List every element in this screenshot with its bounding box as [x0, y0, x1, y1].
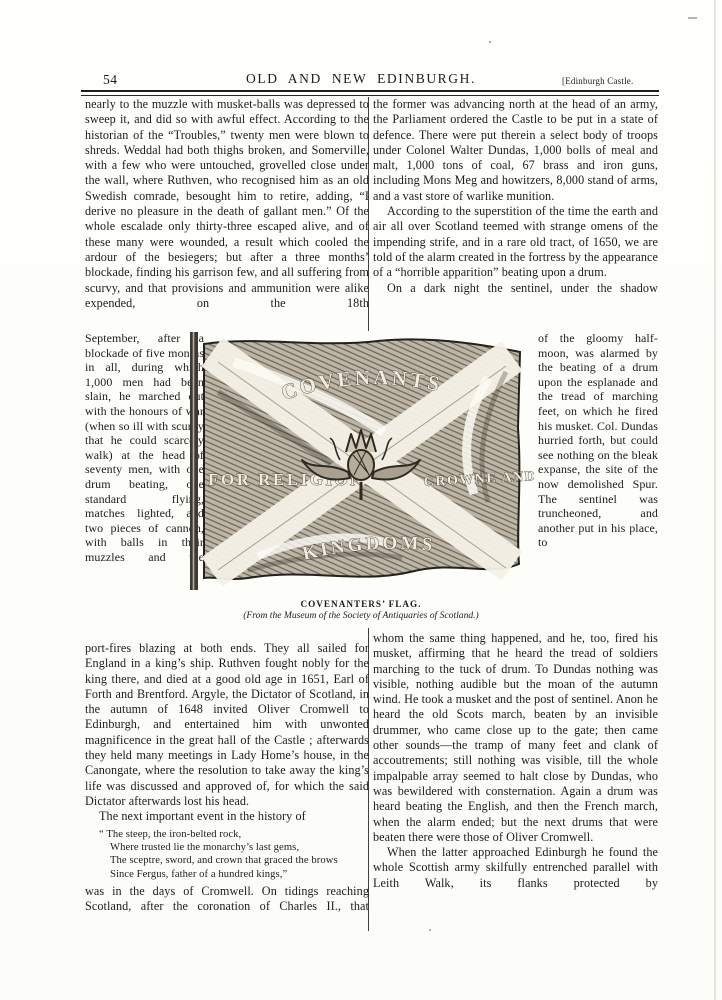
header-note: [Edinburgh Castle. [562, 76, 634, 86]
right-col-top-text-3: On a dark night the sentinel, under the … [387, 280, 658, 295]
right-col-bottom-text-1: whom the same thing happened, and he, to… [373, 631, 658, 844]
right-col-top-text-1: the former was advancing north at the he… [373, 97, 658, 203]
page-number: 54 [103, 72, 118, 87]
right-col-top-block: the former was advancing north at the he… [373, 97, 658, 296]
right-col-side-text: of the gloomy half-moon, was alarmed by … [538, 331, 658, 550]
poem-line: Where trusted lie the monarchy’s last ge… [110, 841, 300, 853]
poem: “ The steep, the iron-belted rock, Where… [99, 828, 369, 882]
flag-illustration: COVENANTS FOR RELIGION CROWNE AND KINGDO… [190, 332, 537, 590]
figure: COVENANTS FOR RELIGION CROWNE AND KINGDO… [188, 332, 537, 621]
poem-line: The sceptre, sword, and crown that grace… [110, 855, 338, 867]
poem-line: “ The steep, the iron-belted rock, [99, 828, 242, 840]
right-col-top-text-2: According to the superstition of the tim… [373, 204, 658, 280]
figure-caption-source: (From the Museum of the Society of Antiq… [243, 610, 479, 621]
closing-paragraph: was in the days of Cromwell. On tidings … [85, 884, 369, 914]
scan-speck [489, 41, 491, 43]
running-title: OLD AND NEW EDINBURGH. [246, 71, 476, 86]
poem-line: Since Fergus, father of a hundred kings,… [110, 868, 288, 880]
figure-caption-title: COVENANTERS’ FLAG. [300, 599, 422, 609]
flagpole [190, 332, 198, 590]
right-col-bottom-block: whom the same thing happened, and he, to… [373, 631, 658, 891]
fold-shading [216, 357, 509, 573]
left-col-bottom-block: port-fires blazing at both ends. They al… [85, 641, 369, 915]
page-edge-line [714, 0, 716, 1000]
thistle-icon [301, 429, 421, 500]
column-divider-top [368, 97, 370, 331]
left-col-side-text: September, after a blockade of five mont… [85, 331, 204, 564]
flag-text-right: CROWNE AND [423, 469, 534, 490]
next-event-paragraph: The next important event in the history … [99, 809, 306, 824]
scan-speck [688, 17, 697, 19]
scan-speck [429, 929, 431, 931]
column-divider-bottom [368, 628, 370, 931]
right-col-bottom-text-2: When the latter approached Edinburgh he … [373, 845, 658, 890]
header-rule [81, 90, 659, 96]
left-col-top-text: nearly to the muzzle with musket-balls w… [85, 97, 369, 310]
left-col-bottom-text: port-fires blazing at both ends. They al… [85, 641, 369, 808]
